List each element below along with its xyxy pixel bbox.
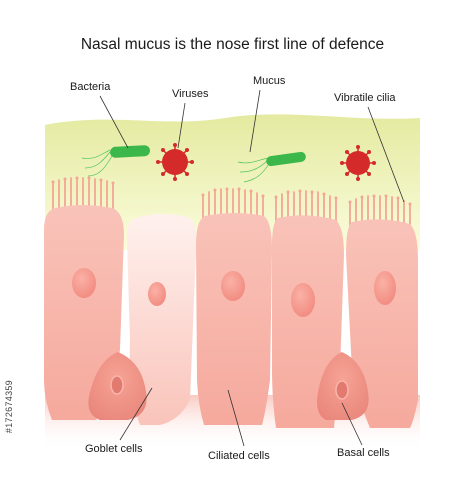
leader-lines <box>99 89 405 447</box>
leader-vibratile-cilia <box>367 106 405 203</box>
ciliated-cell-3 <box>196 213 272 425</box>
basal-nucleus-left <box>110 375 124 395</box>
label-goblet-cells: Goblet cells <box>85 443 143 455</box>
page-title: Nasal mucus is the nose first line of de… <box>80 36 385 53</box>
nucleus-goblet <box>148 282 166 306</box>
leader-mucus <box>249 89 261 153</box>
stock-id: #172674359 <box>4 380 14 434</box>
goblet-cell <box>126 214 197 425</box>
cilia-tips <box>51 176 412 206</box>
bacterium-2 <box>237 151 306 183</box>
nucleus-cell-5 <box>374 271 396 305</box>
leader-goblet <box>119 387 153 441</box>
nucleus-cell-3 <box>221 271 245 301</box>
virus-1 <box>156 143 194 181</box>
label-ciliated-cells: Ciliated cells <box>208 450 270 462</box>
leader-bacteria <box>99 95 129 149</box>
label-mucus: Mucus <box>253 75 286 87</box>
nucleus-cell-4 <box>291 283 315 317</box>
nucleus-cell-1 <box>72 268 96 298</box>
virus-2 <box>340 145 376 181</box>
label-basal-cells: Basal cells <box>337 447 390 459</box>
leader-ciliated <box>227 389 245 447</box>
bacterium-1 <box>81 145 151 177</box>
label-viruses: Viruses <box>172 88 209 100</box>
basal-nucleus-right <box>335 380 349 400</box>
label-bacteria: Bacteria <box>70 81 111 93</box>
leader-basal <box>341 402 363 446</box>
label-vibratile-cilia: Vibratile cilia <box>334 92 396 104</box>
leader-viruses <box>177 102 186 149</box>
